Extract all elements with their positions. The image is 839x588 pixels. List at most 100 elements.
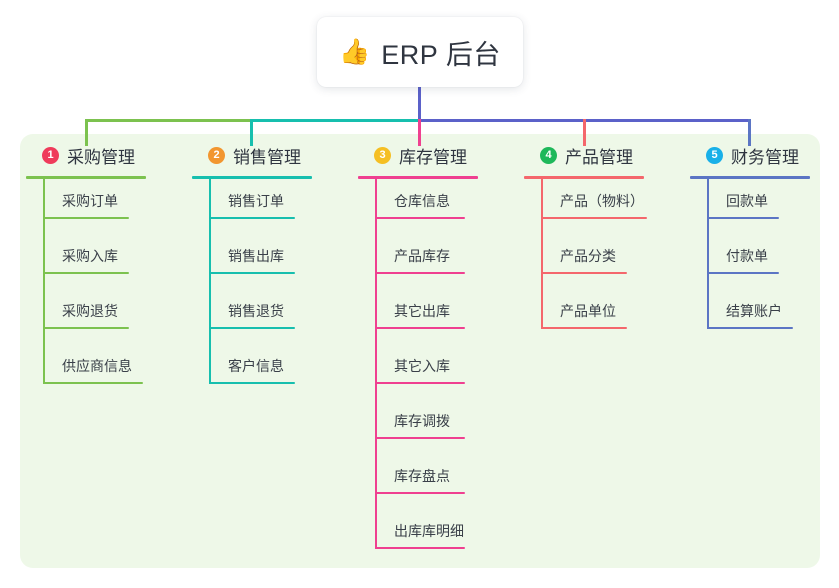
leaf-item[interactable]: 销售订单 [192,179,312,234]
leaf-item[interactable]: 回款单 [690,179,810,234]
column-5: 5 财务管理回款单付款单结算账户 [690,142,810,344]
leaf-item[interactable]: 出库库明细 [358,509,478,564]
leaf-item[interactable]: 付款单 [690,234,810,289]
leaf-item[interactable]: 仓库信息 [358,179,478,234]
column-title: 采购管理 [67,147,135,167]
column-number-badge: 2 [208,146,225,164]
leaf-item-rule [375,272,465,274]
leaf-item[interactable]: 结算账户 [690,289,810,344]
leaf-item[interactable]: 供应商信息 [26,344,146,399]
leaf-item-rule [43,327,129,329]
leaf-item[interactable]: 采购订单 [26,179,146,234]
leaf-item[interactable]: 产品库存 [358,234,478,289]
leaf-item-label: 产品库存 [394,248,450,264]
column-spine [707,179,709,329]
root-stem-connector [418,87,421,121]
column-1: 1 采购管理采购订单采购入库采购退货供应商信息 [26,142,146,399]
leaf-item[interactable]: 产品单位 [524,289,644,344]
leaf-item-label: 其它出库 [394,303,450,319]
leaf-item-label: 仓库信息 [394,193,450,209]
leaf-item-label: 销售出库 [228,248,284,264]
bar-green [85,119,252,122]
drop-purchase [85,119,88,146]
leaf-item-label: 销售退货 [228,303,284,319]
column-header-2[interactable]: 2 销售管理 [192,142,312,168]
leaf-item[interactable]: 产品分类 [524,234,644,289]
column-spine [541,179,543,329]
leaf-item-rule [541,272,627,274]
leaf-item-rule [375,382,465,384]
column-title: 产品管理 [565,147,633,167]
leaf-item[interactable]: 其它出库 [358,289,478,344]
leaf-item[interactable]: 库存调拨 [358,399,478,454]
root-node-title: ERP 后台 [381,39,501,70]
root-node-card[interactable]: 👍 ERP 后台 [317,17,523,87]
leaf-item-rule [375,547,465,549]
leaf-item[interactable]: 销售出库 [192,234,312,289]
column-header-1[interactable]: 1 采购管理 [26,142,146,168]
column-title: 财务管理 [731,147,799,167]
leaf-item[interactable]: 其它入库 [358,344,478,399]
leaf-item-rule [375,327,465,329]
leaf-item[interactable]: 库存盘点 [358,454,478,509]
leaf-item-rule [43,272,129,274]
column-header-rule [358,176,478,179]
thumbs-up-icon: 👍 [339,37,371,66]
column-number-badge: 4 [540,146,557,164]
leaf-item[interactable]: 销售退货 [192,289,312,344]
column-items: 仓库信息产品库存其它出库其它入库库存调拨库存盘点出库库明细 [358,179,478,564]
column-number-badge: 3 [374,146,391,164]
leaf-item-label: 产品单位 [560,303,616,319]
leaf-item-label: 采购入库 [62,248,118,264]
column-header-rule [26,176,146,179]
leaf-item-rule [209,327,295,329]
root-node-content: 👍 ERP 后台 [339,33,501,72]
leaf-item-rule [707,327,793,329]
column-items: 采购订单采购入库采购退货供应商信息 [26,179,146,399]
leaf-item-label: 产品（物料） [560,193,644,209]
column-header-rule [690,176,810,179]
leaf-item-rule [43,217,129,219]
leaf-item[interactable]: 采购退货 [26,289,146,344]
column-header-3[interactable]: 3 库存管理 [358,142,478,168]
column-number-badge: 5 [706,146,723,164]
leaf-item-rule [541,217,647,219]
leaf-item-rule [209,382,295,384]
drop-inventory [418,119,421,146]
column-title: 销售管理 [233,147,301,167]
column-items: 销售订单销售出库销售退货客户信息 [192,179,312,399]
column-title: 库存管理 [399,147,467,167]
column-header-4[interactable]: 4 产品管理 [524,142,644,168]
leaf-item-label: 出库库明细 [394,523,464,539]
leaf-item-label: 回款单 [726,193,768,209]
leaf-item-label: 采购退货 [62,303,118,319]
column-items: 回款单付款单结算账户 [690,179,810,344]
drop-product [583,119,586,146]
leaf-item-rule [375,217,465,219]
leaf-item-label: 库存盘点 [394,468,450,484]
leaf-item-rule [707,272,779,274]
leaf-item-label: 产品分类 [560,248,616,264]
leaf-item[interactable]: 产品（物料） [524,179,647,234]
column-4: 4 产品管理产品（物料） 产品分类产品单位 [524,142,647,344]
bar-teal [250,119,420,122]
column-spine [43,179,45,384]
leaf-item-label: 客户信息 [228,358,284,374]
leaf-item[interactable]: 采购入库 [26,234,146,289]
column-items: 产品（物料） 产品分类产品单位 [524,179,647,344]
leaf-item-rule [707,217,779,219]
column-header-5[interactable]: 5 财务管理 [690,142,810,168]
column-2: 2 销售管理销售订单销售出库销售退货客户信息 [192,142,312,399]
leaf-item-rule [375,492,465,494]
leaf-item-rule [541,327,627,329]
leaf-item[interactable]: 客户信息 [192,344,312,399]
leaf-item-label: 库存调拨 [394,413,450,429]
leaf-item-label: 采购订单 [62,193,118,209]
drop-sales [250,119,253,146]
leaf-item-label: 结算账户 [726,303,782,319]
leaf-item-label: 其它入库 [394,358,450,374]
leaf-item-label: 供应商信息 [62,358,132,374]
column-spine [209,179,211,384]
column-number-badge: 1 [42,146,59,164]
leaf-item-rule [209,272,295,274]
